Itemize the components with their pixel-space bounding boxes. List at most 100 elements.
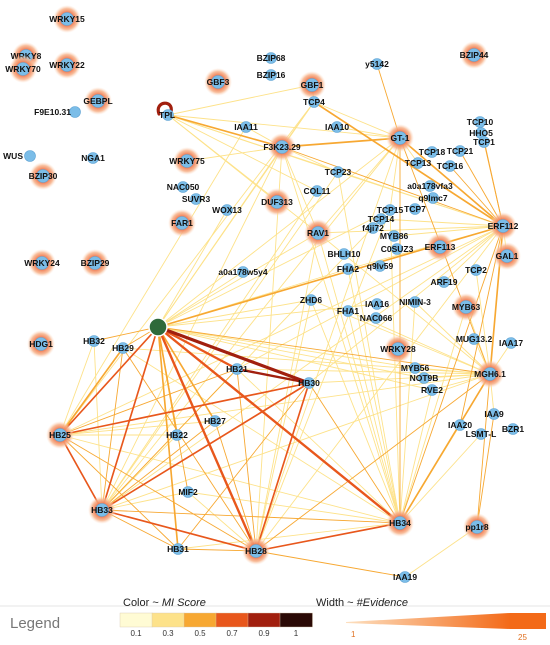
node-gt-1[interactable]: GT-1 — [386, 124, 414, 152]
node-tcp18[interactable]: TCP18 — [419, 146, 446, 158]
node-gebpl[interactable]: GEBPL — [83, 87, 113, 115]
node-iaa16[interactable]: IAA16 — [365, 298, 389, 310]
node-f3k23-29[interactable]: F3K23.29 — [263, 133, 301, 161]
node-rav1[interactable]: RAV1 — [304, 219, 332, 247]
node-y5142[interactable]: y5142 — [365, 58, 389, 70]
edge-hb34-tcp15 — [389, 209, 401, 524]
node-tcp15[interactable]: TCP15 — [377, 204, 404, 216]
edge-layer — [59, 63, 512, 578]
node-tcp1[interactable]: TCP1 — [473, 136, 495, 148]
node-duf313[interactable]: DUF313 — [261, 188, 293, 216]
node-iaa17[interactable]: IAA17 — [499, 337, 523, 349]
node-bzip68[interactable]: BZIP68 — [257, 52, 286, 64]
node-hdg1[interactable]: HDG1 — [27, 330, 55, 358]
node-circle — [342, 305, 354, 317]
node-mgh6-1[interactable]: MGH6.1 — [474, 360, 506, 388]
edge-hb34-mif2 — [187, 491, 401, 524]
node-circle — [311, 226, 325, 240]
node-gbf3[interactable]: GBF3 — [204, 68, 232, 96]
node-tcp13[interactable]: TCP13 — [405, 157, 432, 169]
node-a0a178w5y4[interactable]: a0a178w5y4 — [218, 266, 268, 278]
node-hb31[interactable]: HB31 — [167, 543, 189, 555]
node-tcp10[interactable]: TCP10 — [467, 116, 494, 128]
node-fha2[interactable]: FHA2 — [337, 263, 359, 275]
node-bzr1[interactable]: BZR1 — [502, 423, 524, 435]
node-fha1[interactable]: FHA1 — [337, 305, 359, 317]
node-q9lmc7[interactable]: q9lmc7 — [418, 192, 448, 204]
node-wrky22[interactable]: WRKY22 — [49, 51, 85, 79]
node-zhd6[interactable]: ZHD6 — [300, 294, 322, 306]
node-tcp14[interactable]: TCP14 — [368, 213, 395, 225]
node-bhlh10[interactable]: BHLH10 — [327, 248, 361, 260]
node-tpl[interactable]: TPL — [159, 109, 175, 121]
node-bzip30[interactable]: BZIP30 — [29, 162, 58, 190]
node-tcp4[interactable]: TCP4 — [303, 96, 325, 108]
edge-iaa9-pp1r8 — [476, 413, 495, 528]
node-hb27[interactable]: HB27 — [204, 415, 226, 427]
node-tcp2[interactable]: TCP2 — [465, 264, 487, 276]
node-hb22[interactable]: HB22 — [166, 429, 188, 441]
node-myb63[interactable]: MYB63 — [452, 293, 481, 321]
node-wrky28[interactable]: WRKY28 — [380, 335, 416, 363]
node-mif2[interactable]: MIF2 — [178, 486, 198, 498]
node-tcp21[interactable]: TCP21 — [447, 145, 474, 157]
edge-tcp4-gt-1 — [313, 101, 401, 139]
node-wus[interactable]: WUS — [3, 150, 36, 162]
node-gbf1[interactable]: GBF1 — [298, 71, 326, 99]
node-iaa20[interactable]: IAA20 — [448, 419, 472, 431]
node-hb28[interactable]: HB28 — [242, 537, 270, 565]
node-hb30[interactable]: HB30 — [298, 377, 320, 389]
node-wrky15[interactable]: WRKY15 — [49, 5, 85, 33]
node-myb56[interactable]: MYB56 — [401, 362, 430, 374]
node-nac066[interactable]: NAC066 — [360, 312, 393, 324]
node-rve2[interactable]: RVE2 — [421, 384, 443, 396]
node-nimin-3[interactable]: NIMIN-3 — [399, 296, 431, 308]
node-hb34[interactable]: HB34 — [386, 509, 414, 537]
node-mug13-2[interactable]: MUG13.2 — [456, 333, 493, 345]
node-not9b[interactable]: NOT9B — [410, 372, 439, 384]
node-hho5[interactable]: HHO5 — [469, 127, 493, 139]
node-pp1r8[interactable]: pp1r8 — [463, 513, 491, 541]
node-myb86[interactable]: MYB86 — [380, 230, 409, 242]
edge-hb33-hb28 — [101, 509, 257, 552]
node-nac050[interactable]: NAC050 — [167, 181, 200, 193]
node-col11[interactable]: COL11 — [304, 185, 331, 197]
node-hub[interactable] — [148, 317, 168, 337]
node-bzip29[interactable]: BZIP29 — [81, 249, 110, 277]
node-f4ji72[interactable]: f4ji72 — [362, 222, 384, 234]
node-hb25[interactable]: HB25 — [46, 421, 74, 449]
node-nga1[interactable]: NGA1 — [81, 152, 105, 164]
node-erf112[interactable]: ERF112 — [488, 212, 519, 240]
node-iaa9[interactable]: IAA9 — [484, 408, 504, 420]
node-iaa19[interactable]: IAA19 — [393, 571, 417, 583]
node-iaa11[interactable]: IAA11 — [234, 121, 258, 133]
node-q9lv59[interactable]: q9lv59 — [367, 260, 394, 272]
node-wrky24[interactable]: WRKY24 — [24, 249, 60, 277]
node-f9e10-31[interactable]: F9E10.31 — [34, 106, 81, 118]
node-wrky75[interactable]: WRKY75 — [169, 147, 205, 175]
node-hb33[interactable]: HB33 — [88, 496, 116, 524]
node-label: HB31 — [167, 544, 189, 554]
node-circle — [444, 160, 456, 172]
node-wrky70[interactable]: WRKY70 — [5, 55, 41, 83]
node-far1[interactable]: FAR1 — [168, 209, 196, 237]
node-tcp16[interactable]: TCP16 — [437, 160, 464, 172]
edge-tpl-duf313 — [167, 114, 278, 203]
node-wox13[interactable]: WOX13 — [212, 204, 242, 216]
node-hb29[interactable]: HB29 — [112, 342, 134, 354]
node-erf113[interactable]: ERF113 — [425, 233, 456, 261]
node-hb32[interactable]: HB32 — [83, 335, 105, 347]
node-lsmt-l[interactable]: LSMT-L — [466, 428, 497, 440]
node-a0a178vfa3[interactable]: a0a178vfa3 — [407, 180, 453, 192]
node-bzip16[interactable]: BZIP16 — [257, 69, 286, 81]
node-c0suz3[interactable]: C0SUZ3 — [381, 243, 414, 255]
node-suvr3[interactable]: SUVR3 — [182, 193, 211, 205]
node-tcp7[interactable]: TCP7 — [404, 203, 426, 215]
node-arf19[interactable]: ARF19 — [431, 276, 458, 288]
node-bzip44[interactable]: BZIP44 — [460, 41, 489, 69]
node-hb21[interactable]: HB21 — [226, 363, 248, 375]
node-iaa10[interactable]: IAA10 — [325, 121, 349, 133]
edge-hb34-lsmt-l — [399, 433, 482, 524]
node-gal1[interactable]: GAL1 — [493, 242, 521, 270]
node-tcp23[interactable]: TCP23 — [325, 166, 352, 178]
